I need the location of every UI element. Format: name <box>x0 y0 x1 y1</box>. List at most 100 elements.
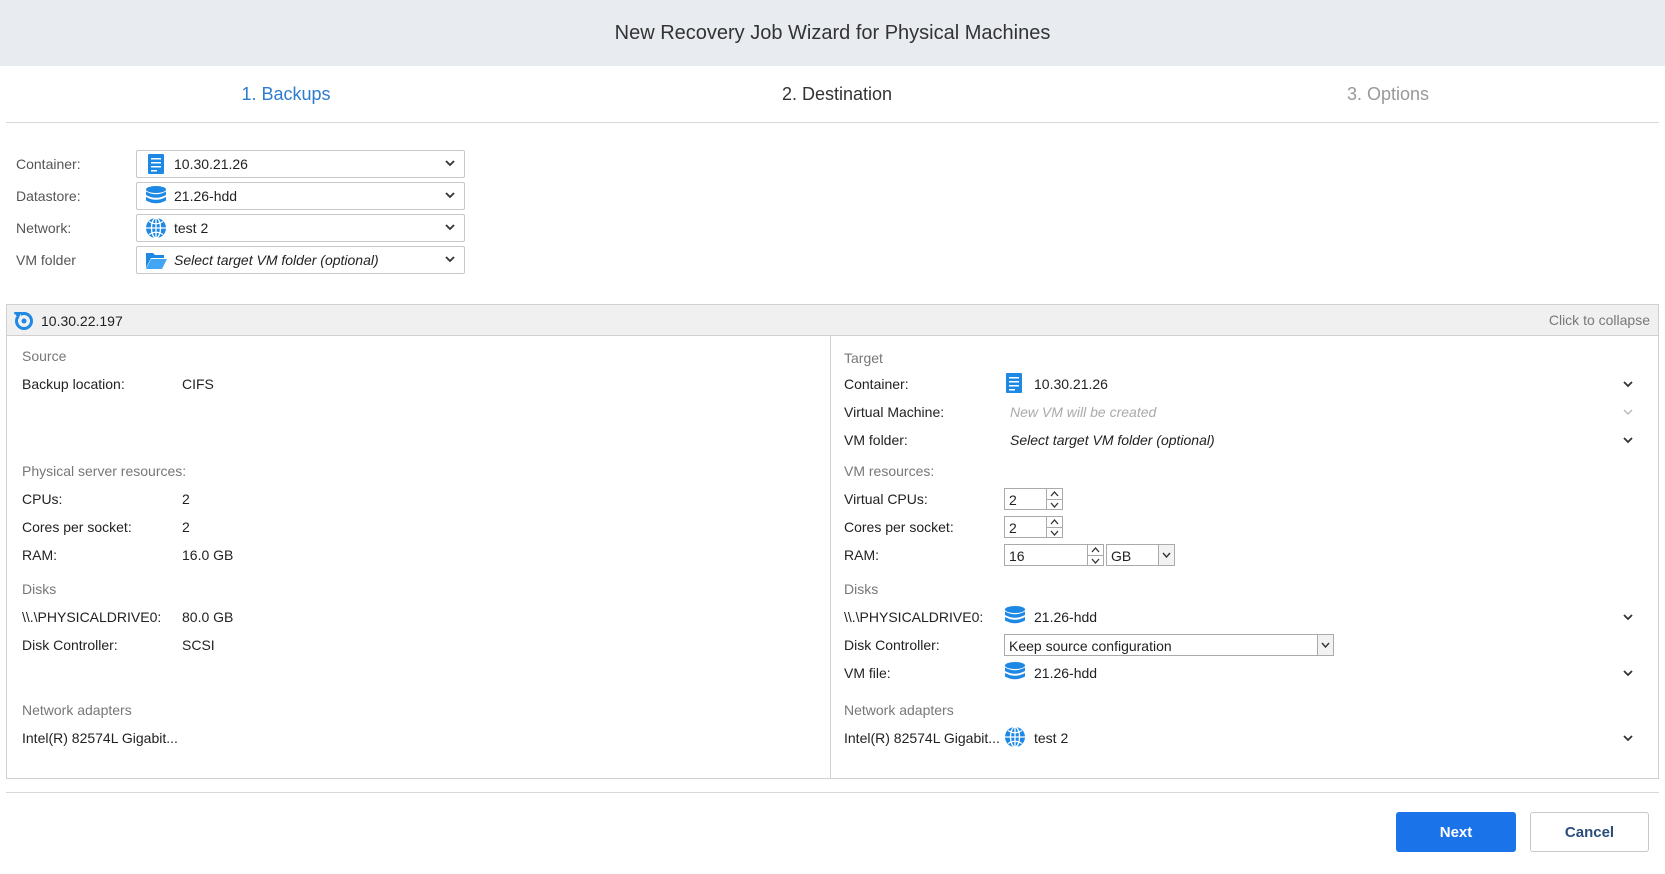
source-cores-label: Cores per socket: <box>22 519 132 535</box>
panel-divider <box>830 336 831 778</box>
target-disk-value[interactable]: 21.26-hdd <box>1034 609 1098 625</box>
source-controller-value: SCSI <box>182 637 215 653</box>
collapse-link[interactable]: Click to collapse <box>1548 312 1650 328</box>
source-ram-label: RAM: <box>22 547 57 563</box>
next-button[interactable]: Next <box>1396 812 1516 852</box>
target-folder-label: VM folder: <box>844 432 908 448</box>
vcpus-value: 2 <box>1009 492 1017 508</box>
restore-icon <box>14 312 33 330</box>
network-label: Network: <box>16 220 72 236</box>
source-adapter-name: Intel(R) 82574L Gigabit... <box>22 730 178 746</box>
target-container-value[interactable]: 10.30.21.26 <box>1034 376 1108 392</box>
chevron-down-icon <box>445 192 455 199</box>
step-options: 3. Options <box>1346 84 1430 104</box>
target-disks-title: Disks <box>844 581 879 597</box>
target-vm-placeholder[interactable]: New VM will be created <box>1010 404 1157 420</box>
arrow-up-icon[interactable] <box>1047 517 1062 527</box>
datastore-label: Datastore: <box>16 188 81 204</box>
datastore-value: 21.26-hdd <box>174 188 238 204</box>
server-icon <box>145 153 167 175</box>
source-cpus-label: CPUs: <box>22 491 63 507</box>
target-adapter-network[interactable]: test 2 <box>1034 730 1069 746</box>
cores-spinner[interactable] <box>1046 517 1062 537</box>
vcpus-stepper[interactable]: 2 <box>1004 488 1063 510</box>
arrow-down-icon[interactable] <box>1047 499 1062 509</box>
disk-controller-select[interactable]: Keep source configuration <box>1004 634 1334 656</box>
target-network-title: Network adapters <box>844 702 954 718</box>
source-ram-value: 16.0 GB <box>182 547 234 563</box>
network-globe-icon <box>1005 726 1025 748</box>
container-select[interactable]: 10.30.21.26 <box>136 150 465 178</box>
machine-name: 10.30.22.197 <box>41 313 123 329</box>
chevron-down-icon[interactable] <box>1622 611 1634 623</box>
vcpus-spinner[interactable] <box>1046 489 1062 509</box>
chevron-down-icon <box>445 160 455 167</box>
datastore-select[interactable]: 21.26-hdd <box>136 182 465 210</box>
source-cpus-value: 2 <box>182 491 190 507</box>
chevron-down-icon[interactable] <box>1622 378 1634 390</box>
target-vcpus-label: Virtual CPUs: <box>844 491 928 507</box>
chevron-down-icon <box>1623 409 1633 416</box>
target-title: Target <box>844 350 883 366</box>
machine-panel: 10.30.22.197 Click to collapse Source Ba… <box>6 304 1659 779</box>
datastore-icon <box>1005 662 1025 680</box>
chevron-down-icon[interactable] <box>1158 545 1174 565</box>
target-adapter-name: Intel(R) 82574L Gigabit... <box>844 730 1000 746</box>
step-destination[interactable]: 2. Destination <box>781 84 893 104</box>
target-vmfile-label: VM file: <box>844 665 891 681</box>
source-cores-value: 2 <box>182 519 190 535</box>
arrow-down-icon[interactable] <box>1047 527 1062 537</box>
target-vm-label: Virtual Machine: <box>844 404 945 420</box>
ram-unit-value: GB <box>1111 548 1132 564</box>
container-row: Container: 10.30.21.26 <box>16 150 465 178</box>
chevron-down-icon <box>445 224 455 231</box>
chevron-down-icon[interactable] <box>1622 732 1634 744</box>
container-value: 10.30.21.26 <box>174 156 248 172</box>
arrow-down-icon[interactable] <box>1088 555 1103 565</box>
target-cores-label: Cores per socket: <box>844 519 954 535</box>
vm-folder-label: VM folder <box>16 252 76 268</box>
backup-location-label: Backup location: <box>22 376 125 392</box>
folder-open-icon <box>145 249 167 271</box>
arrow-up-icon[interactable] <box>1047 489 1062 499</box>
datastore-row: Datastore: 21.26-hdd <box>16 182 465 210</box>
chevron-down-icon <box>445 256 455 263</box>
physical-resources-title: Physical server resources: <box>22 463 187 479</box>
target-ram-label: RAM: <box>844 547 879 563</box>
vm-resources-title: VM resources: <box>844 463 935 479</box>
target-vmfile-value[interactable]: 21.26-hdd <box>1034 665 1098 681</box>
network-select[interactable]: test 2 <box>136 214 465 242</box>
ram-spinner[interactable] <box>1087 545 1103 565</box>
source-network-title: Network adapters <box>22 702 132 718</box>
target-container-label: Container: <box>844 376 909 392</box>
wizard-steps: 1. Backups 2. Destination 3. Options <box>6 66 1659 123</box>
chevron-down-icon[interactable] <box>1622 667 1634 679</box>
source-title: Source <box>22 348 67 364</box>
source-disk-value: 80.0 GB <box>182 609 234 625</box>
machine-panel-header[interactable]: 10.30.22.197 Click to collapse <box>7 305 1658 336</box>
chevron-down-icon[interactable] <box>1317 635 1333 655</box>
cancel-button[interactable]: Cancel <box>1530 812 1649 852</box>
vm-folder-select[interactable]: Select target VM folder (optional) <box>136 246 465 274</box>
server-icon <box>1006 373 1022 393</box>
backup-location-value: CIFS <box>182 376 214 392</box>
source-disk-label: \\.\PHYSICALDRIVE0: <box>22 609 162 625</box>
vm-folder-placeholder: Select target VM folder (optional) <box>174 252 379 268</box>
cores-stepper[interactable]: 2 <box>1004 516 1063 538</box>
target-folder-placeholder[interactable]: Select target VM folder (optional) <box>1010 432 1215 448</box>
target-disk-label: \\.\PHYSICALDRIVE0: <box>844 609 984 625</box>
datastore-icon <box>145 185 167 207</box>
network-row: Network: test 2 <box>16 214 465 242</box>
target-controller-label: Disk Controller: <box>844 637 940 653</box>
wizard-header: New Recovery Job Wizard for Physical Mac… <box>0 0 1665 66</box>
container-label: Container: <box>16 156 81 172</box>
datastore-icon <box>1005 606 1025 624</box>
step-backups[interactable]: 1. Backups <box>241 84 331 104</box>
chevron-down-icon[interactable] <box>1622 434 1634 446</box>
ram-value: 16 <box>1009 548 1025 564</box>
network-value: test 2 <box>174 220 209 236</box>
source-controller-label: Disk Controller: <box>22 637 118 653</box>
ram-stepper[interactable]: 16 <box>1004 544 1104 566</box>
ram-unit-select[interactable]: GB <box>1106 544 1175 566</box>
arrow-up-icon[interactable] <box>1088 545 1103 555</box>
